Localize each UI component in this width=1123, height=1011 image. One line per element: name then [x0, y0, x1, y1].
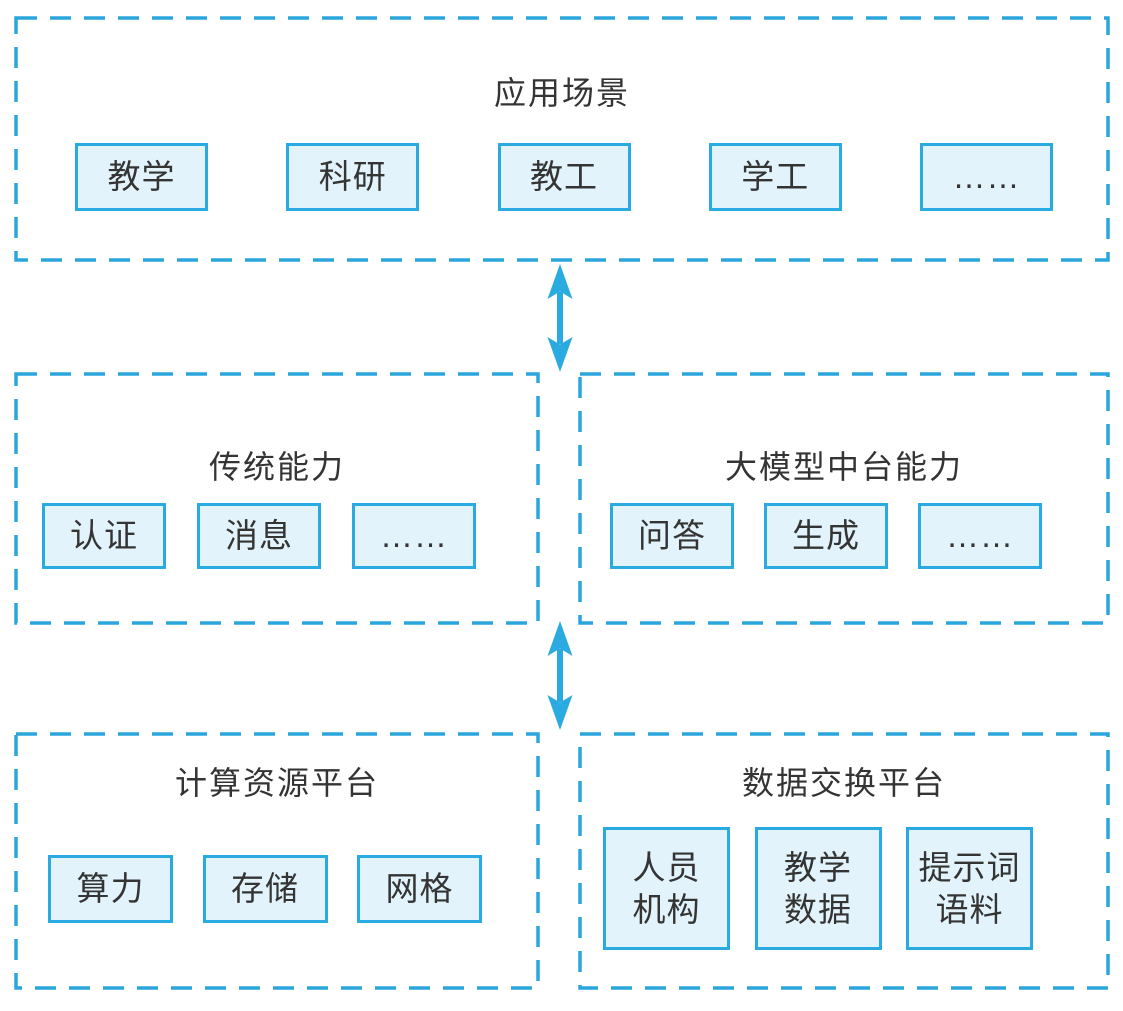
section-app-scenarios: 应用场景 教学 科研 教工 学工 ……	[14, 16, 1110, 262]
item-box-messaging: 消息	[197, 503, 321, 569]
item-box-ellipsis: ……	[920, 143, 1053, 211]
item-box-research: 科研	[286, 143, 420, 211]
dashed-border	[14, 372, 540, 625]
llm-platform-items: 问答 生成 ……	[610, 503, 1042, 569]
traditional-items: 认证 消息 ……	[42, 503, 476, 569]
item-box-teaching-data: 教学 数据	[754, 827, 882, 950]
section-traditional-capabilities: 传统能力 认证 消息 ……	[14, 372, 540, 625]
section-title-traditional: 传统能力	[208, 449, 345, 485]
section-computing-platform: 计算资源平台 算力 存储 网格	[14, 732, 540, 990]
dashed-border	[578, 372, 1110, 625]
data-exchange-items: 人员 机构 教学 数据 提示词 语料	[603, 827, 1033, 950]
section-title-app-scenarios: 应用场景	[493, 75, 630, 111]
item-box-student-affairs: 学工	[708, 143, 842, 211]
item-box-storage: 存储	[202, 855, 328, 923]
section-title-computing: 计算资源平台	[174, 765, 379, 801]
item-box-ellipsis: ……	[352, 503, 476, 569]
item-box-teaching: 教学	[75, 143, 208, 211]
section-data-exchange-platform: 数据交换平台 人员 机构 教学 数据 提示词 语料	[578, 732, 1110, 990]
bidirectional-arrow-icon	[547, 621, 573, 730]
dashed-border	[14, 16, 1110, 262]
item-box-qa: 问答	[610, 503, 734, 569]
item-box-prompt-corpus: 提示词 语料	[906, 827, 1033, 950]
app-scenarios-items: 教学 科研 教工 学工 ……	[75, 143, 1053, 211]
bidirectional-arrow-icon	[547, 264, 573, 372]
item-box-ellipsis: ……	[918, 503, 1042, 569]
item-box-compute-power: 算力	[48, 855, 173, 923]
item-box-personnel-org: 人员 机构	[603, 827, 730, 950]
item-box-faculty: 教工	[497, 143, 631, 211]
section-title-llm-platform: 大模型中台能力	[724, 449, 963, 485]
item-box-generation: 生成	[764, 503, 888, 569]
item-box-grid: 网格	[357, 855, 482, 923]
item-box-authentication: 认证	[42, 503, 166, 569]
section-llm-platform-capabilities: 大模型中台能力 问答 生成 ……	[578, 372, 1110, 625]
section-title-data-exchange: 数据交换平台	[741, 765, 946, 801]
computing-items: 算力 存储 网格	[48, 855, 482, 923]
